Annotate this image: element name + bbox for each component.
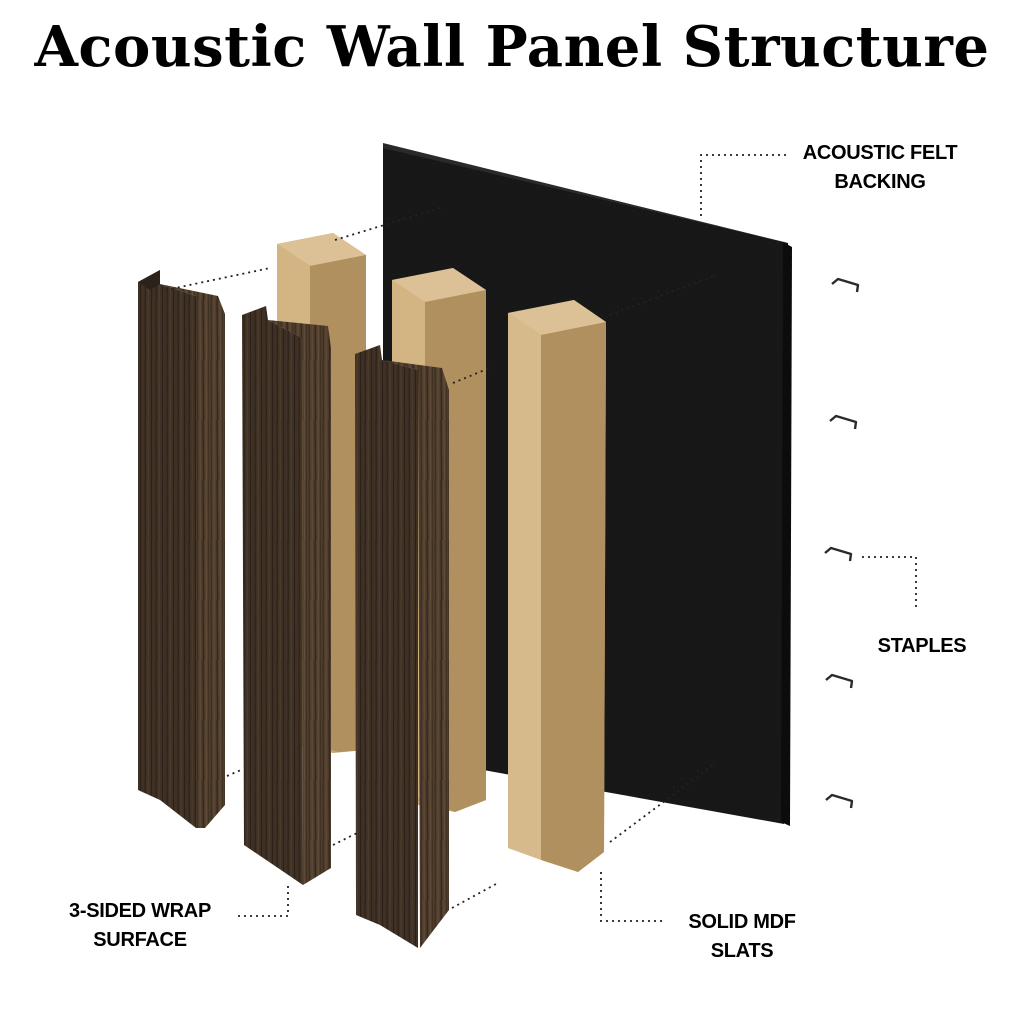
label-line: SOLID MDF — [688, 911, 796, 933]
staples — [824, 277, 860, 809]
label-line: SURFACE — [93, 929, 187, 951]
label-acoustic-felt-backing: ACOUSTIC FELT BACKING — [770, 139, 990, 197]
wrap-leader — [238, 885, 289, 917]
staples-leader — [862, 556, 917, 610]
leader-lines — [165, 154, 917, 922]
mdf-slat-3 — [508, 300, 606, 872]
label-3-sided-wrap-surface: 3-SIDED WRAP SURFACE — [40, 897, 240, 955]
label-line: STAPLES — [877, 635, 967, 657]
staple-2 — [829, 414, 858, 430]
staple-4 — [825, 673, 854, 689]
staple-1 — [831, 277, 860, 293]
wrap-piece-1 — [138, 270, 225, 828]
label-line: SLATS — [710, 940, 774, 962]
felt-leader — [700, 154, 786, 218]
label-line: BACKING — [834, 171, 926, 193]
page-title: Acoustic Wall Panel Structure — [34, 14, 990, 80]
label-line: ACOUSTIC FELT — [802, 142, 958, 164]
label-solid-mdf-slats: SOLID MDF SLATS — [666, 908, 818, 966]
wrap-piece-2 — [242, 306, 331, 885]
staple-3 — [824, 546, 853, 562]
wrap-piece-3 — [355, 345, 449, 948]
label-staples: STAPLES — [860, 632, 984, 661]
mdf-leader — [600, 868, 662, 922]
label-line: 3-SIDED WRAP — [69, 900, 211, 922]
staple-5 — [825, 793, 854, 809]
